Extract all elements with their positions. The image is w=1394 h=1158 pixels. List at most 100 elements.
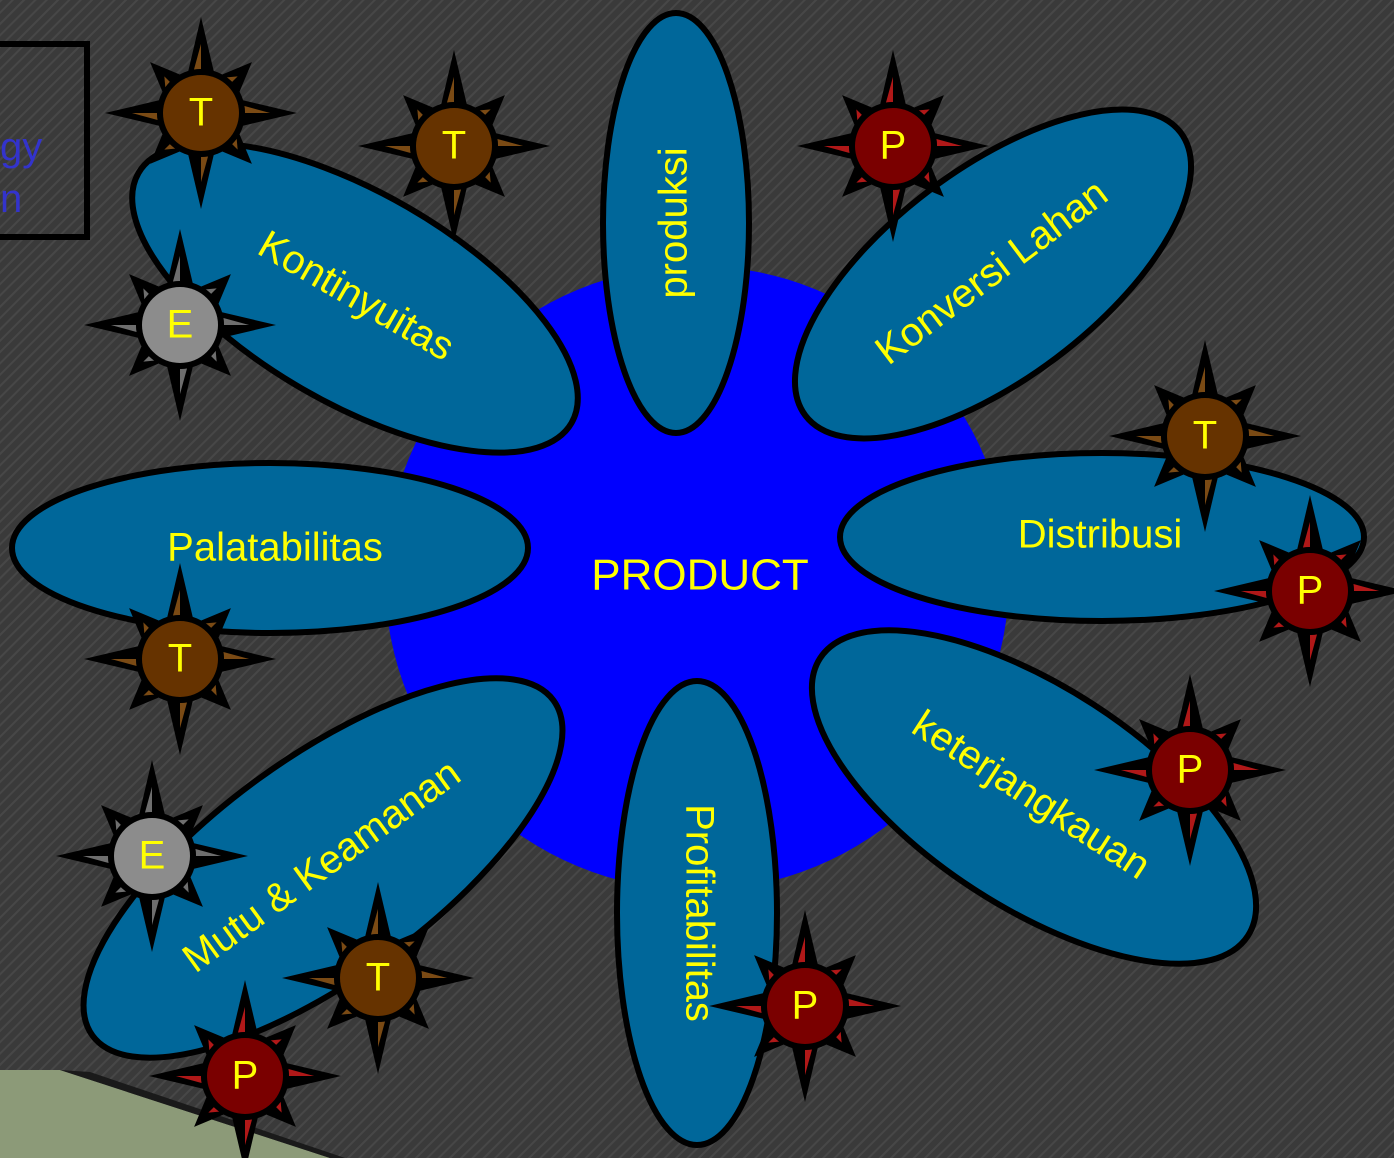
badge-t-bottom-left: T — [282, 882, 474, 1074]
badge-spike-highlight — [143, 690, 155, 696]
badge-spike-highlight — [1215, 733, 1227, 739]
badge-spike — [1154, 454, 1187, 487]
badge-spike — [396, 996, 429, 1029]
legend-line-2: n — [0, 177, 22, 221]
badge-spike-highlight — [1240, 591, 1267, 599]
badge-spike-highlight — [288, 1068, 315, 1076]
badge-spike-highlight — [479, 109, 491, 115]
badge-spike-highlight — [1273, 554, 1279, 566]
badge-disc — [142, 287, 218, 363]
badge-spike — [198, 608, 231, 641]
badge-spike-highlight — [143, 288, 149, 300]
badge-spike-highlight — [110, 325, 137, 333]
badge-letter: T — [1193, 414, 1217, 458]
badge-spike-highlight — [208, 1039, 214, 1051]
badge-disc — [1272, 553, 1348, 629]
badge-spike-highlight — [245, 1119, 253, 1146]
badge-spike-highlight — [195, 848, 222, 856]
badge-spike-highlight — [205, 288, 217, 294]
badge-disc — [1167, 398, 1243, 474]
badge-spike-highlight — [211, 350, 217, 362]
badge-spike-highlight — [1168, 467, 1180, 473]
badge-spike-highlight — [164, 144, 176, 150]
badge-spike-highlight — [1236, 461, 1242, 473]
petal-distribusi: Distribusi — [837, 450, 1367, 624]
badge-spike — [170, 805, 203, 838]
badge-spike-highlight — [403, 941, 415, 947]
badge-t-right: T — [1109, 340, 1301, 532]
badge-spike-highlight — [848, 998, 875, 1006]
badge-spike-highlight — [164, 76, 170, 88]
badge-spike-highlight — [1302, 521, 1310, 548]
badge-spike-highlight — [768, 969, 774, 981]
badge-spike-highlight — [183, 881, 189, 893]
badge-letter: P — [792, 984, 819, 1028]
petal-palatabilitas: Palatabilitas — [9, 460, 531, 636]
badge-spike-highlight — [768, 1037, 780, 1043]
badge-spike-highlight — [417, 109, 423, 121]
badge-spike — [403, 164, 436, 197]
badge-spike-highlight — [936, 138, 963, 146]
petal-kontinyuitas: Kontinyuitas — [129, 140, 581, 456]
badge-spike-highlight — [1168, 399, 1174, 411]
badge-e-left-lower: E — [56, 760, 248, 952]
badge-spike-highlight — [918, 109, 930, 115]
petal-label-produksi: produksi — [652, 147, 696, 298]
badge-spike-highlight — [172, 255, 180, 282]
badge-t-left: T — [84, 563, 276, 755]
badge-letter: E — [167, 303, 194, 347]
petal-label-palatabilitas: Palatabilitas — [167, 526, 383, 570]
badge-spike-highlight — [1120, 770, 1147, 778]
petal-label-profitabilitas: Profitabilitas — [677, 804, 721, 1022]
badge-spike-highlight — [308, 978, 335, 986]
badge-spike-highlight — [341, 1009, 353, 1015]
badge-spike-highlight — [1221, 795, 1227, 807]
badge-disc — [340, 940, 416, 1016]
badge-spike-highlight — [446, 76, 454, 103]
badge-spike-highlight — [205, 622, 217, 628]
badge-spike — [1223, 385, 1256, 418]
badge-spike-highlight — [143, 622, 149, 634]
badge-spike-highlight — [175, 1076, 202, 1084]
badge-spike-highlight — [341, 941, 347, 953]
badge-spike-highlight — [409, 1003, 415, 1015]
badge-spike-highlight — [735, 1006, 762, 1014]
badge-spike-highlight — [856, 109, 862, 121]
badge-p-bottom-left: P — [149, 980, 341, 1158]
badge-spike — [129, 677, 162, 710]
badge-p-bottom: P — [709, 910, 901, 1102]
badge-spike-highlight — [208, 1107, 220, 1113]
badge-spike-highlight — [232, 138, 238, 150]
badge-letter: P — [1177, 748, 1204, 792]
badge-spike-highlight — [1335, 554, 1347, 560]
badge-spike-highlight — [131, 113, 158, 121]
badge-spike — [842, 95, 875, 128]
badge-spike — [1139, 788, 1172, 821]
badge-disc — [207, 1038, 283, 1114]
badge-spike-highlight — [1182, 700, 1190, 727]
badge-spike-highlight — [270, 1039, 282, 1045]
hub-label: PRODUCT — [591, 551, 809, 600]
badge-spike-highlight — [454, 189, 462, 216]
badge-spike-highlight — [1248, 428, 1275, 436]
petal-profitabilitas: Profitabilitas — [614, 678, 780, 1148]
badge-spike-highlight — [211, 684, 217, 696]
badge-spike — [823, 1024, 856, 1057]
badge-spike-highlight — [885, 76, 893, 103]
badge-spike-highlight — [1205, 479, 1213, 506]
badge-letter: T — [366, 956, 390, 1000]
badge-spike — [129, 274, 162, 307]
badge-spike-highlight — [115, 887, 127, 893]
badge-spike-highlight — [1153, 733, 1159, 745]
badge-spike-highlight — [82, 856, 109, 864]
badge-t-top-left: T — [105, 17, 297, 209]
badge-spike-highlight — [180, 368, 188, 395]
badge-spike-highlight — [384, 146, 411, 154]
badge-spike-highlight — [421, 970, 448, 978]
badge-spike-highlight — [1230, 399, 1242, 405]
badge-spike-highlight — [797, 936, 805, 963]
badge-spike-highlight — [1197, 366, 1205, 393]
badge-p-top: P — [797, 50, 989, 242]
badge-spike-highlight — [193, 43, 201, 70]
